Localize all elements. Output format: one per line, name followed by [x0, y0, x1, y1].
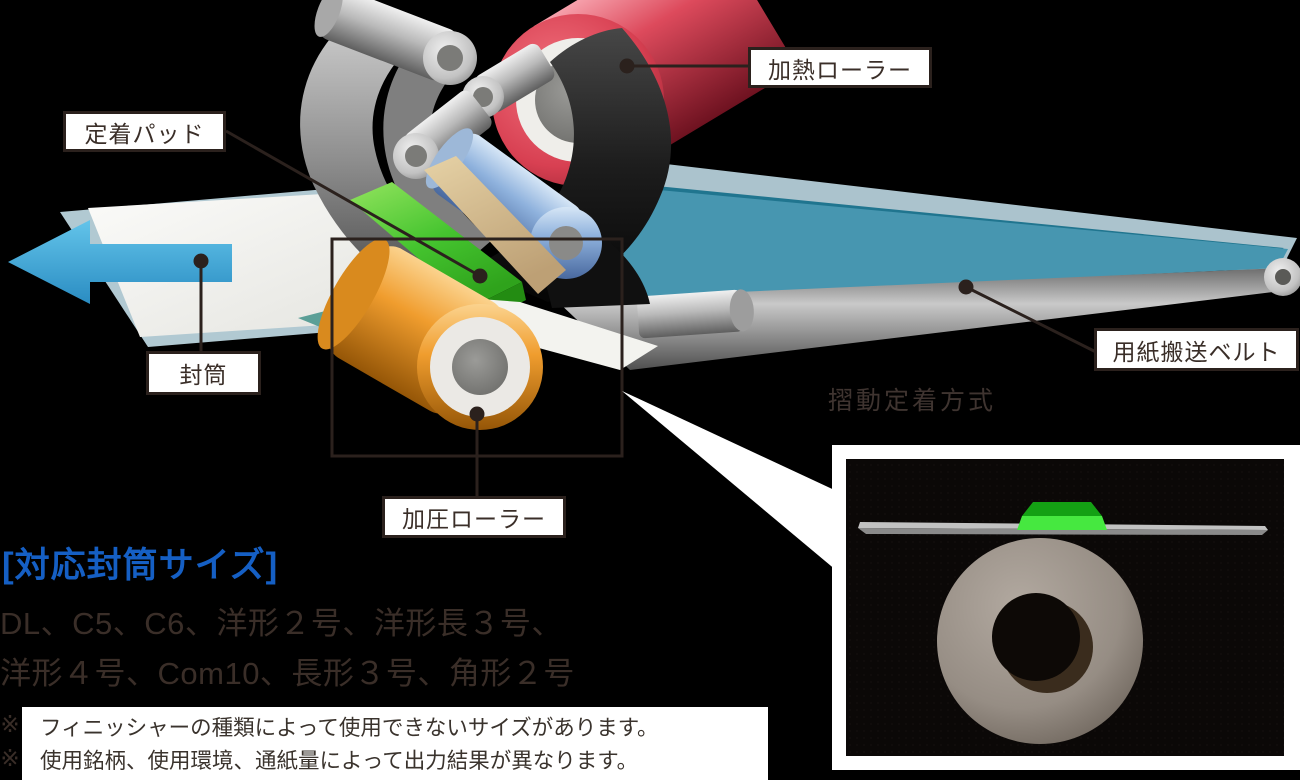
belt-idler-roller-graphic	[636, 289, 754, 339]
label-fusing-pad: 定着パッド	[63, 111, 226, 152]
label-paper-transport-belt: 用紙搬送ベルト	[1094, 328, 1299, 371]
pad-holder-graphic	[424, 156, 566, 294]
note-line: 使用銘柄、使用環境、通紙量によって出力結果が異なります。	[40, 749, 639, 773]
inset-pressure-roller-graphic	[937, 538, 1143, 744]
pressure-roller-graphic	[317, 238, 543, 430]
notes-box: フィニッシャーの種類によって使用できないサイズがあります。 使用銘柄、使用環境、…	[22, 707, 768, 780]
envelope-sizes-line: DL、C5、C6、洋形２号、洋形長３号、	[0, 606, 563, 641]
paper-transport-belt-graphic	[556, 160, 1300, 370]
left-arrow-icon	[8, 220, 232, 304]
callout-lines	[193, 58, 1097, 497]
zoom-wedge	[622, 391, 843, 576]
note-marker: ※	[0, 745, 20, 771]
envelope-sizes-line: 洋形４号、Com10、長形３号、角形２号	[0, 656, 575, 691]
guide-roller-graphic	[393, 90, 492, 179]
inset-fusing-pad-graphic	[1017, 502, 1107, 530]
label-heating-roller: 加熱ローラー	[748, 47, 932, 88]
note-line: フィニッシャーの種類によって使用できないサイズがあります。	[40, 716, 659, 740]
inset-sliding-fusing	[832, 445, 1300, 770]
note-marker: ※	[0, 711, 20, 737]
guide-roller-graphic	[314, 0, 477, 85]
label-envelope: 封筒	[146, 351, 261, 395]
envelope-sizes-heading: [対応封筒サイズ]	[2, 546, 279, 585]
inset-caption: 摺動定着方式	[828, 387, 997, 415]
label-pressure-roller: 加圧ローラー	[382, 496, 566, 538]
belt-drive-roller-graphic	[1264, 258, 1300, 296]
